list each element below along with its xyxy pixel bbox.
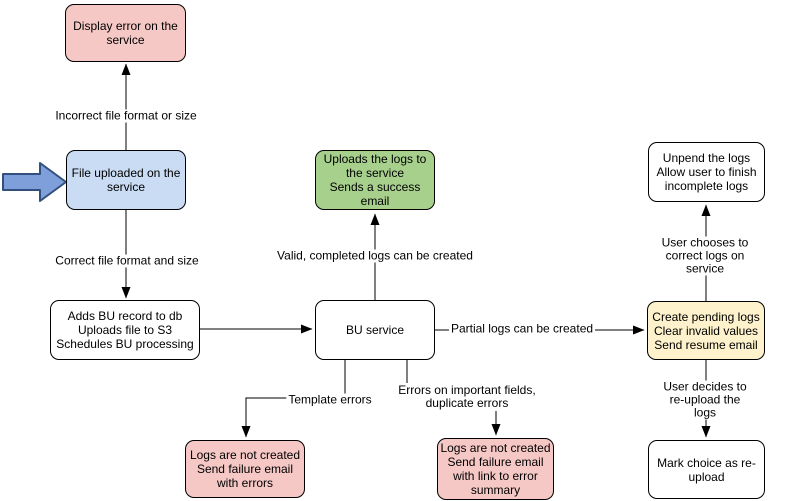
node-logs-not-created-summary: Logs are not created Send failure email …: [437, 438, 554, 500]
edge-label-important-errors: Errors on important fields, duplicate er…: [396, 383, 538, 410]
edge-label-user-chooses: User chooses to correct logs on service: [657, 236, 753, 276]
edge-label-incorrect-format: Incorrect file format or size: [53, 108, 199, 123]
node-bu-service: BU service: [315, 300, 435, 360]
edge-label-template-errors: Template errors: [286, 392, 374, 407]
node-file-uploaded: File uploaded on the service: [66, 150, 186, 210]
node-adds-bu-record: Adds BU record to db Uploads file to S3 …: [50, 300, 200, 360]
node-mark-choice-reupload: Mark choice as re- upload: [648, 440, 765, 499]
node-create-pending-logs: Create pending logs Clear invalid values…: [647, 301, 765, 360]
edge-label-user-decides: User decides to re-upload the logs: [657, 380, 753, 420]
node-uploads-logs-success: Uploads the logs to the service Sends a …: [315, 150, 435, 210]
edge-label-correct-format: Correct file format and size: [53, 253, 201, 268]
node-display-error: Display error on the service: [65, 4, 186, 62]
edge-label-valid-logs: Valid, completed logs can be created: [275, 248, 475, 263]
right-arrow-icon: [2, 162, 67, 202]
node-unpend-logs: Unpend the logs Allow user to finish inc…: [648, 142, 765, 202]
node-logs-not-created-errors: Logs are not created Send failure email …: [185, 440, 305, 498]
edge-label-partial-logs: Partial logs can be created: [448, 321, 596, 336]
